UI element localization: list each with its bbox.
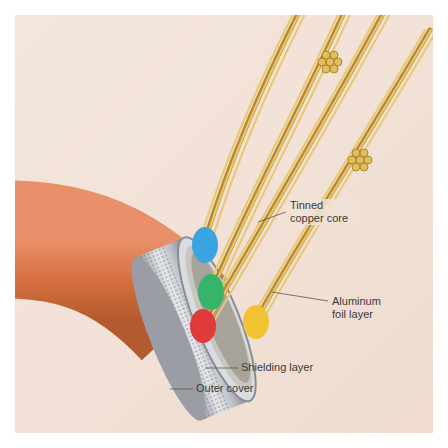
shield-label: Shielding layer [241,361,313,374]
copper-strands [200,15,433,325]
strand-bundle [318,51,372,171]
wire-insulation [190,227,269,343]
cover-label: Outer cover [196,382,253,395]
shield-sleeve [119,229,270,427]
foil-label: Aluminum foil layer [332,295,394,321]
core-label: Tinned copper core [288,199,358,225]
leader-lines [170,212,328,389]
